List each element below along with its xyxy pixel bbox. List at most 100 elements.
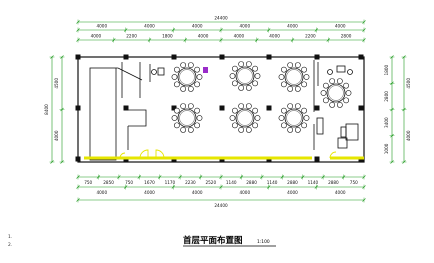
column [171,105,177,111]
table-inner [286,69,302,85]
dimension-label: 4000 [144,24,155,29]
chair [294,103,301,110]
dimension-label: 750 [84,180,92,185]
dimension-label: 4000 [234,34,245,39]
chair [252,65,259,72]
chair [180,62,187,69]
chair [245,126,252,133]
round-table [171,103,203,133]
chair [280,107,287,114]
dimension-label: 24400 [214,203,228,208]
dimension-label: 4500 [54,78,59,89]
door-leaf [139,149,149,159]
chair [322,82,329,89]
interior-partitions [89,60,359,161]
chair [280,81,287,88]
column [123,54,129,60]
chair [294,85,301,92]
dimension-label: 1800 [162,34,173,39]
table-inner [179,69,195,85]
chair [343,97,350,104]
chair [280,66,287,73]
chair [173,107,180,114]
dimension-label: 4000 [335,190,346,195]
chair [254,73,261,79]
table-top [177,108,197,128]
round-table [229,103,261,133]
chair [254,115,261,121]
round-tables [171,61,352,133]
table-top [284,67,304,87]
column [123,105,129,111]
side-table [340,126,347,138]
chair [278,74,285,80]
chair [238,103,245,110]
chair [194,122,201,129]
chair [278,115,285,121]
door-leaf [119,152,126,159]
entrance-door [119,149,337,159]
column [358,54,364,60]
chair [194,81,201,88]
chair [252,107,259,114]
wash-basin [336,65,346,73]
round-table [278,62,310,92]
dimension-label: 2880 [328,180,339,185]
dimension-label: 8400 [44,104,49,115]
chair [196,74,203,80]
chair [343,82,350,89]
chair [322,97,329,104]
chair [252,80,259,87]
chair [303,74,310,80]
stair-run [116,67,143,81]
chair [301,122,308,129]
chair [345,90,352,96]
column [75,156,81,162]
chair [280,122,287,129]
dimension-label: 2800 [384,91,389,102]
chair [187,62,194,69]
dimension-label: 4000 [269,34,280,39]
dimension-label: 1140 [267,180,278,185]
column [75,105,81,111]
armchair [337,137,348,149]
dimension-label: 4000 [54,130,59,141]
dimension-label: 4500 [406,78,411,89]
drawing-title: 首层平面布置图 [183,235,243,246]
chair [336,78,343,85]
chair [320,90,327,96]
dimension-label: 4000 [239,24,250,29]
dimension-label: 1140 [308,180,319,185]
chair [329,101,336,108]
dimension-label: 750 [350,180,358,185]
dimension-label: 2520 [205,180,216,185]
round-table [229,61,261,91]
toilet-icon [327,69,333,75]
dimension-label: 2880 [287,180,298,185]
dimension-label: 4000 [96,24,107,29]
column [314,105,320,111]
table-top [235,66,255,86]
chair [173,122,180,129]
dimension-label: 4000 [96,190,107,195]
column [266,54,272,60]
dimension-label: 1670 [144,180,155,185]
chair [229,115,236,121]
chair [194,66,201,73]
chair [238,126,245,133]
chair [294,62,301,69]
drawing-scale: 1:100 [257,239,270,245]
dimension-label: 4000 [406,130,411,141]
chair [194,107,201,114]
chair [301,81,308,88]
dimension-label: 2880 [246,180,257,185]
chair [252,122,259,129]
dimension-label: 4000 [335,24,346,29]
dimension-label: 1000 [384,143,389,154]
columns [75,54,364,162]
door-leaf [155,149,165,159]
column [75,54,81,60]
table-inner [237,68,253,84]
